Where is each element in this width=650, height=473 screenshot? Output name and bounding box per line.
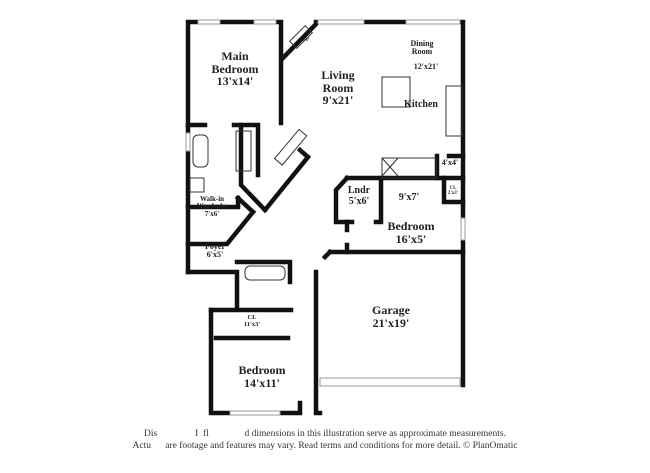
disclaimer: Dis I fl d dimensions in this illustrati… [0, 428, 650, 452]
room-size: 5'x6' [348, 195, 370, 207]
dining-room-label: Dining Room [402, 39, 442, 57]
fireplace-label: FP [302, 38, 310, 43]
room-size: 13'x14' [216, 74, 254, 89]
room-size: 14'x11' [243, 375, 281, 390]
room-size: 2'x3' [447, 191, 459, 197]
fixtures [189, 24, 463, 281]
room-size: 6'x5' [206, 250, 224, 260]
disclaimer-line-2: Actu are footage and features may vary. … [132, 441, 518, 451]
windows [185, 19, 466, 416]
room-size: 16'x5' [395, 231, 427, 246]
room-name: Bedroom [238, 363, 286, 377]
room-size: 7'x6' [204, 209, 220, 218]
room-name: CL [449, 186, 457, 191]
room-size: 21'x19' [372, 315, 410, 330]
room-name: Bedroom [387, 219, 435, 233]
dining-room-size: 12'x21' [413, 62, 439, 71]
pantry-size: 4'x4' [441, 158, 459, 167]
room-name: Walk-in Wardrobe [196, 195, 228, 211]
room-name: Living Room [321, 68, 355, 95]
kitchen-label: Kitchen [404, 99, 438, 110]
room-name: Garage [372, 303, 410, 317]
bedroom-alcove-size: 9'x7' [398, 192, 420, 203]
disclaimer-line-1: Dis I fl d dimensions in this illustrati… [143, 429, 506, 439]
room-name: CL [247, 314, 257, 321]
room-name: Main Bedroom [211, 49, 259, 76]
room-size: 9'x21' [322, 93, 354, 108]
room-name: Dining Room [410, 39, 434, 57]
room-size: 11'x3' [243, 320, 261, 328]
room-name: Foyer [205, 242, 225, 251]
room-name: Lndr [347, 185, 371, 196]
